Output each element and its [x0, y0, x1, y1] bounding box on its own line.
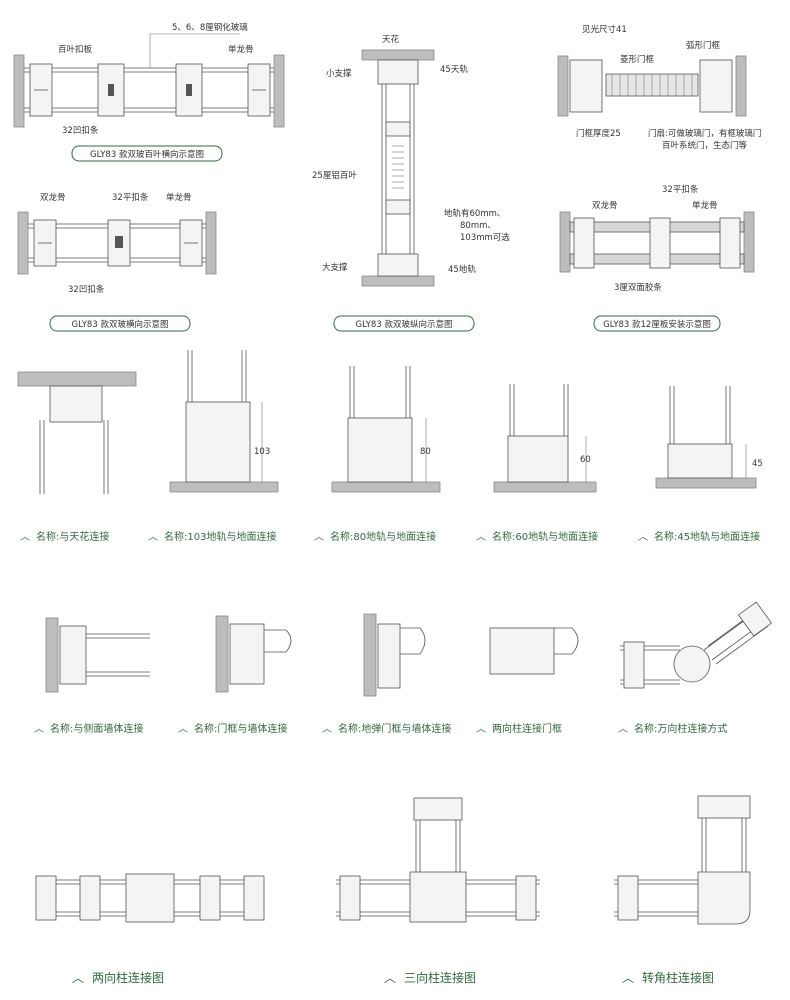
caption-row3-2: 名称:门框与墙体连接	[194, 722, 287, 735]
row2-60-floor: 60	[493, 384, 597, 493]
dim-80: 80	[420, 447, 431, 457]
chevron-up-icon: ︿	[638, 532, 648, 543]
dim-45: 45	[752, 459, 763, 469]
chevron-up-icon: ︿	[178, 724, 188, 735]
label-louver: 25厘铝百叶	[312, 170, 357, 181]
chevron-up-icon: ︿	[476, 532, 486, 543]
label-small-support: 小支撑	[326, 68, 352, 79]
chevron-up-icon: ︿	[618, 724, 628, 735]
label-frame-thickness: 门框厚度25	[576, 128, 621, 139]
label-flat-strip-3: 32平扣条	[662, 184, 699, 195]
caption-row2-5: 名称:45地轨与地面连接	[654, 530, 760, 543]
label-big-support: 大支撑	[322, 262, 348, 273]
label-louver-strip: 百叶扣板	[58, 44, 93, 55]
caption-row3-4: 两向柱连接门框	[492, 722, 562, 735]
row4-three-way-post	[336, 797, 540, 923]
label-visible-size: 见光尺寸41	[582, 24, 627, 35]
caption-d3: GLY83 款双玻纵向示意图	[356, 319, 453, 330]
label-diamond-frame: 菱形门框	[620, 54, 655, 65]
chevron-up-icon: ︿	[148, 532, 158, 543]
caption-row3-5: 名称:万向柱连接方式	[634, 722, 727, 735]
label-concave-strip-2: 32凹扣条	[68, 284, 105, 295]
dim-60: 60	[580, 455, 591, 465]
caption-d5: GLY83 款12厘板安装示意图	[603, 319, 711, 330]
label-floor-rail: 45地轨	[448, 264, 476, 275]
label-floor-rail-note-1: 地轨有60mm、	[444, 208, 505, 219]
diagram-louver-horizontal: 5、6、8厘钢化玻璃 百叶扣板 单龙骨 32凹扣条 GLY83 款双玻百叶横向示…	[13, 22, 285, 162]
row3-floor-spring-door	[363, 613, 426, 697]
caption-row4-3: 转角柱连接图	[642, 970, 714, 985]
chevron-up-icon: ︿	[322, 724, 332, 735]
label-single-keel-2: 单龙骨	[166, 192, 192, 203]
caption-row2-4: 名称:60地轨与地面连接	[492, 530, 598, 543]
label-single-keel: 单龙骨	[228, 44, 254, 55]
caption-row4-2: 三向柱连接图	[404, 970, 476, 985]
chevron-up-icon: ︿	[314, 532, 324, 543]
row3-universal-post	[620, 601, 773, 689]
caption-row4-1: 两向柱连接图	[92, 970, 164, 985]
caption-d2: GLY83 款双玻横向示意图	[72, 319, 169, 330]
label-glass: 5、6、8厘钢化玻璃	[172, 22, 248, 33]
chevron-up-icon: ︿	[34, 724, 44, 735]
row2-45-floor: 45	[655, 386, 763, 489]
label-single-keel-3: 单龙骨	[692, 200, 718, 211]
row3-side-wall	[45, 617, 150, 693]
caption-row3-1: 名称:与侧面墙体连接	[50, 722, 143, 735]
row2-103-floor: 103	[169, 350, 279, 493]
diagram-12mm-board: 双龙骨 32平扣条 单龙骨 3厘双面胶条 GLY83 款12厘板安装示意图	[559, 184, 755, 332]
diagram-vertical-section: 天花 小支撑 45天轨 25厘铝百叶 地轨有60mm、 80mm、 103mm可…	[312, 34, 510, 332]
caption-row2-1: 名称:与天花连接	[36, 530, 109, 543]
caption-row3-3: 名称:地弹门框与墙体连接	[338, 722, 451, 735]
row4-two-way-post	[35, 873, 265, 923]
label-flat-strip: 32平扣条	[112, 192, 149, 203]
chevron-up-icon: ︿	[72, 971, 84, 985]
label-floor-rail-note-2: 80mm、	[460, 221, 496, 231]
caption-row2-2: 名称:103地轨与地面连接	[164, 530, 276, 543]
label-arc-frame: 弧形门框	[686, 40, 721, 51]
label-double-keel: 双龙骨	[40, 192, 66, 203]
dim-103: 103	[254, 447, 270, 457]
row4-corner-post	[614, 795, 751, 925]
label-door-note-2: 百叶系统门，生态门等	[662, 140, 748, 151]
label-tape: 3厘双面胶条	[614, 282, 662, 293]
caption-d1: GLY83 款双玻百叶横向示意图	[90, 149, 204, 160]
row2-ceiling-connection	[17, 371, 137, 494]
chevron-up-icon: ︿	[622, 971, 634, 985]
label-floor-rail-note-3: 103mm可选	[460, 232, 510, 243]
row3-two-way-post-door	[489, 627, 579, 675]
label-double-keel-3: 双龙骨	[592, 200, 618, 211]
chevron-up-icon: ︿	[384, 971, 396, 985]
label-door-note-1: 门扇:可做玻璃门，有框玻璃门	[648, 128, 761, 139]
row2-80-floor: 80	[331, 366, 441, 493]
row3-door-frame-wall	[215, 615, 292, 693]
diagram-door-frame: 见光尺寸41 菱形门框 弧形门框 门框厚度25 门扇:可做玻璃门，有框玻璃门 百…	[557, 24, 761, 151]
caption-row2-3: 名称:80地轨与地面连接	[330, 530, 436, 543]
diagram-double-glass-horizontal: 双龙骨 32平扣条 单龙骨 32凹扣条 GLY83 款双玻横向示意图	[17, 192, 217, 332]
chevron-up-icon: ︿	[20, 532, 30, 543]
label-ceiling: 天花	[382, 34, 400, 45]
label-top-rail: 45天轨	[440, 64, 468, 75]
chevron-up-icon: ︿	[476, 724, 486, 735]
label-concave-strip: 32凹扣条	[62, 125, 99, 136]
